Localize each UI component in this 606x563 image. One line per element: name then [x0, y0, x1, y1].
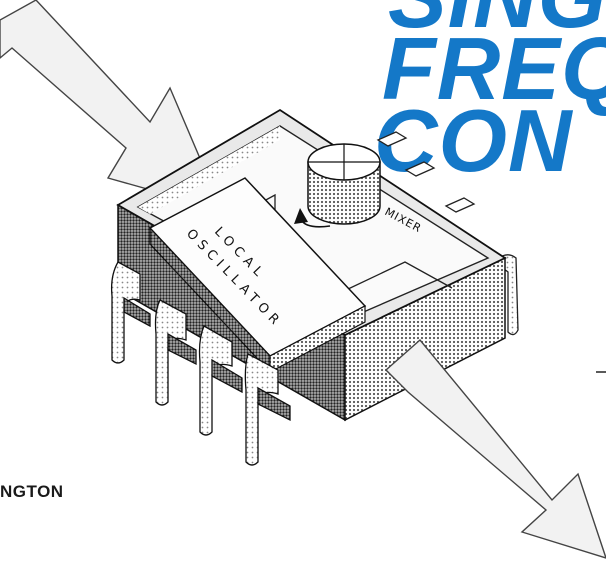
mixer-component: [308, 144, 380, 224]
author-byline: NGTON: [0, 482, 64, 502]
output-arrow: [386, 340, 606, 558]
